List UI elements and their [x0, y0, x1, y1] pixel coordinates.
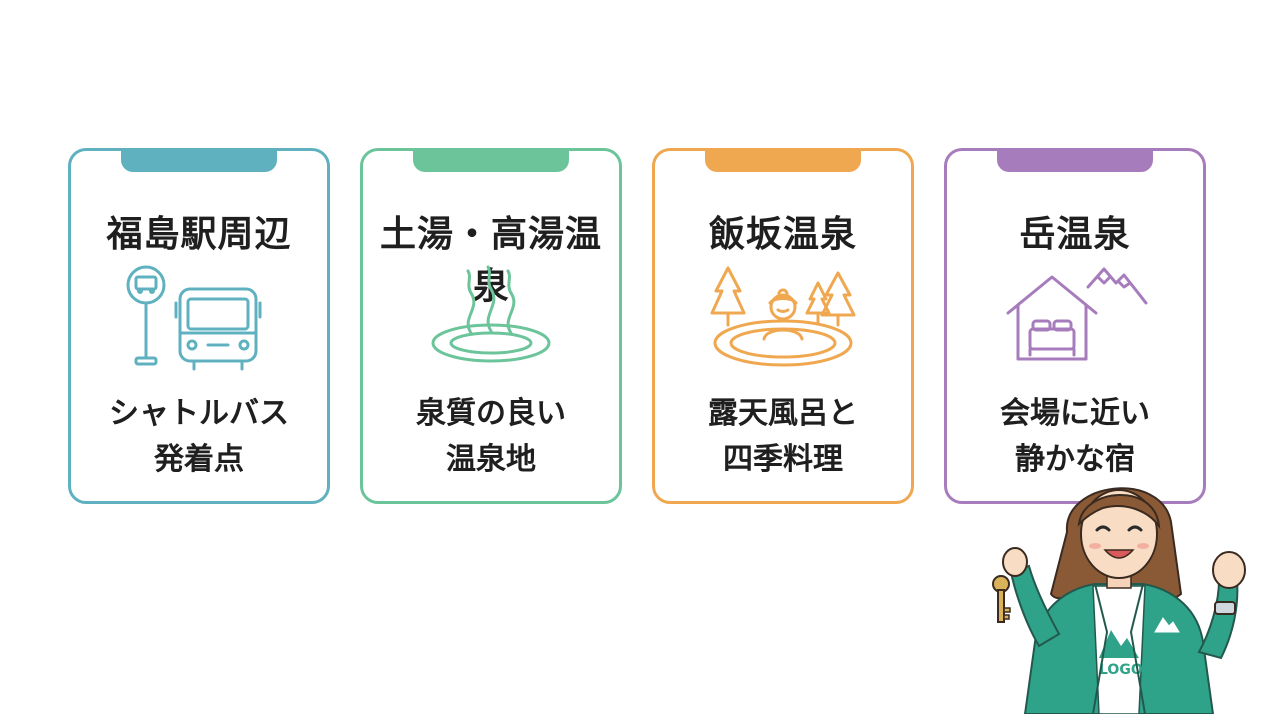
card-dake: 岳温泉 会場に近い 静かな宿: [944, 148, 1206, 504]
card-tab: [997, 148, 1153, 172]
card-title: 福島駅周辺: [106, 214, 292, 255]
bus-stop-icon: [126, 265, 262, 371]
card-iizaka: 飯坂温泉 露天風呂と 四季料理: [652, 148, 914, 504]
desc-line: 露天風呂と: [708, 396, 858, 431]
mountain-inn-icon: [1006, 267, 1148, 361]
guide-character: LOGO: [992, 487, 1246, 714]
desc-line: 会場に近い: [1000, 396, 1150, 431]
card-description: 会場に近い 静かな宿: [947, 391, 1203, 483]
card-title: 岳温泉: [1019, 214, 1131, 255]
desc-line: シャトルバス: [109, 396, 289, 431]
card-description: 露天風呂と 四季料理: [655, 391, 911, 483]
desc-line: 静かな宿: [1015, 442, 1135, 477]
card-tsuchiyu-takayu: 土湯・高湯温泉 泉質の良い 温泉地: [360, 148, 622, 504]
card-description: 泉質の良い 温泉地: [363, 391, 619, 483]
hot-spring-icon: [431, 265, 551, 363]
card-description: シャトルバス 発着点: [71, 391, 327, 483]
card-title: 飯坂温泉: [708, 214, 857, 255]
card-tab: [413, 148, 569, 172]
shirt-logo: LOGO: [1099, 662, 1143, 678]
card-fukushima-station: 福島駅周辺 シャトルバス 発着点: [68, 148, 330, 504]
card-tab: [705, 148, 861, 172]
outdoor-bath-icon: [710, 266, 856, 367]
card-tab: [121, 148, 277, 172]
desc-line: 四季料理: [723, 442, 843, 477]
desc-line: 温泉地: [446, 442, 536, 477]
key-icon: [992, 575, 1011, 623]
desc-line: 発着点: [154, 442, 244, 477]
desc-line: 泉質の良い: [416, 396, 566, 431]
